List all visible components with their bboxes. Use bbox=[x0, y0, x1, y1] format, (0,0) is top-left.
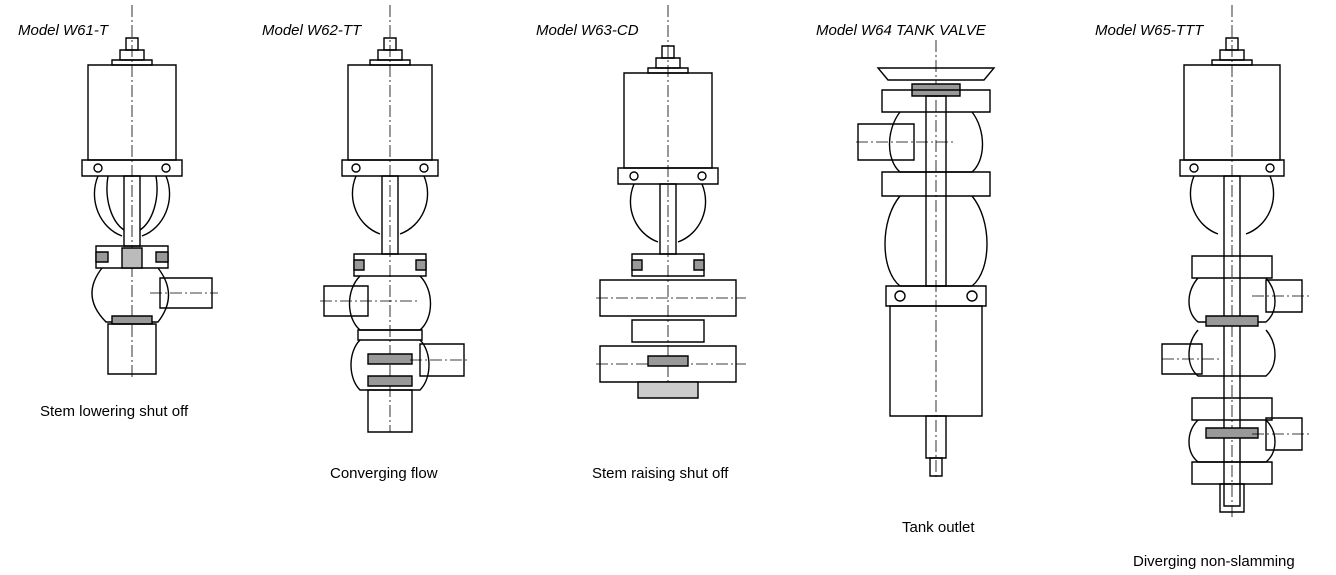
caption-w63: Stem raising shut off bbox=[592, 465, 729, 482]
caption-w61: Stem lowering shut off bbox=[40, 403, 189, 420]
model-title-w62: Model W62-TT bbox=[262, 22, 362, 39]
model-title-w61: Model W61-T bbox=[18, 22, 109, 39]
model-title-w63: Model W63-CD bbox=[536, 22, 639, 39]
valve-drawing-w64 bbox=[856, 0, 1016, 490]
model-title-w65: Model W65-TTT bbox=[1095, 22, 1204, 39]
bolt-icon bbox=[352, 164, 360, 172]
valve-drawing-w65 bbox=[1162, 0, 1322, 525]
bolt-icon bbox=[1190, 164, 1198, 172]
bolt-icon bbox=[1266, 164, 1274, 172]
bolt-icon bbox=[895, 291, 905, 301]
caption-w64: Tank outlet bbox=[902, 519, 975, 536]
bolt-icon bbox=[698, 172, 706, 180]
bolt-icon bbox=[420, 164, 428, 172]
valve-drawing-w63 bbox=[596, 0, 756, 405]
caption-w65: Diverging non-slamming bbox=[1133, 553, 1295, 570]
valve-drawing-w61 bbox=[60, 0, 220, 385]
bolt-icon bbox=[94, 164, 102, 172]
caption-w62: Converging flow bbox=[330, 465, 438, 482]
bolt-icon bbox=[162, 164, 170, 172]
bolt-icon bbox=[630, 172, 638, 180]
model-title-w64: Model W64 TANK VALVE bbox=[816, 22, 986, 39]
bolt-icon bbox=[967, 291, 977, 301]
valve-drawing-w62 bbox=[320, 0, 480, 440]
